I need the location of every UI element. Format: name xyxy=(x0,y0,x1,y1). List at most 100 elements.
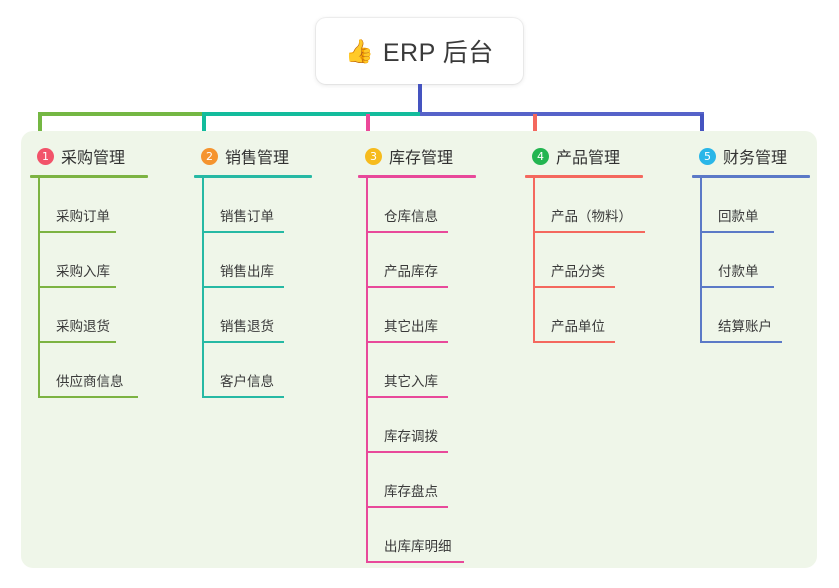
root-stem-connector xyxy=(418,84,422,114)
leaf-item-underline xyxy=(38,231,116,233)
column-badge-5: 5 xyxy=(699,147,716,165)
column-body-3: 仓库信息产品库存其它出库其它入库库存调拨库存盘点出库库明细 xyxy=(358,178,508,563)
leaf-item[interactable]: 库存调拨 xyxy=(358,398,508,453)
leaf-item-label: 采购退货 xyxy=(56,319,110,334)
leaf-item-underline xyxy=(366,286,448,288)
connector-bar-left xyxy=(38,112,202,116)
leaf-item[interactable]: 出库库明细 xyxy=(358,508,508,563)
column-underline-4 xyxy=(525,175,643,178)
leaf-item-underline xyxy=(700,341,782,343)
leaf-item[interactable]: 产品库存 xyxy=(358,233,508,288)
diagram-panel xyxy=(21,131,817,568)
leaf-item-underline xyxy=(366,396,448,398)
column-2: 2 销售管理销售订单销售出库销售退货客户信息 xyxy=(194,143,344,398)
leaf-item-label: 仓库信息 xyxy=(384,209,438,224)
connector-bar-right xyxy=(420,112,704,116)
leaf-item[interactable]: 采购入库 xyxy=(30,233,180,288)
root-title: ERP 后台 xyxy=(382,39,494,67)
leaf-item[interactable]: 结算账户 xyxy=(692,288,839,343)
column-header-5[interactable]: 5 财务管理 xyxy=(692,143,839,169)
column-spine-1 xyxy=(38,178,40,398)
leaf-item-underline xyxy=(202,396,284,398)
root-node[interactable]: 👍 ERP 后台 xyxy=(316,18,523,84)
column-title-1: 采购管理 xyxy=(61,150,126,167)
column-body-1: 采购订单采购入库采购退货供应商信息 xyxy=(30,178,180,398)
leaf-item[interactable]: 仓库信息 xyxy=(358,178,508,233)
leaf-item-underline xyxy=(366,231,448,233)
leaf-item[interactable]: 产品分类 xyxy=(525,233,675,288)
leaf-item-underline xyxy=(38,341,116,343)
column-header-2[interactable]: 2 销售管理 xyxy=(194,143,344,169)
leaf-item-label: 产品分类 xyxy=(551,264,605,279)
leaf-item-label: 销售出库 xyxy=(220,264,274,279)
connector-drop-5 xyxy=(700,114,704,140)
leaf-item-label: 出库库明细 xyxy=(384,539,452,554)
leaf-item-label: 供应商信息 xyxy=(56,374,124,389)
leaf-item-underline xyxy=(366,506,448,508)
column-badge-1: 1 xyxy=(37,147,54,165)
column-title-2: 销售管理 xyxy=(225,150,290,167)
connector-bar-middle xyxy=(202,112,420,116)
leaf-item-label: 其它入库 xyxy=(384,374,438,389)
column-spine-3 xyxy=(366,178,368,563)
column-badge-3: 3 xyxy=(365,147,382,165)
column-title-5: 财务管理 xyxy=(723,150,788,167)
column-3: 3 库存管理仓库信息产品库存其它出库其它入库库存调拨库存盘点出库库明细 xyxy=(358,143,508,563)
leaf-item-label: 其它出库 xyxy=(384,319,438,334)
leaf-item[interactable]: 付款单 xyxy=(692,233,839,288)
column-header-3[interactable]: 3 库存管理 xyxy=(358,143,508,169)
leaf-item-label: 产品（物料） xyxy=(551,209,632,224)
column-underline-2 xyxy=(194,175,312,178)
connector-drop-3 xyxy=(366,114,370,140)
column-4: 4 产品管理产品（物料） 产品分类产品单位 xyxy=(525,143,675,343)
connector-drop-2 xyxy=(202,114,206,140)
leaf-item[interactable]: 回款单 xyxy=(692,178,839,233)
column-spine-4 xyxy=(533,178,535,343)
thumbs-up-icon: 👍 xyxy=(345,37,374,64)
leaf-item[interactable]: 采购退货 xyxy=(30,288,180,343)
leaf-item-underline xyxy=(366,451,448,453)
leaf-item-label: 销售订单 xyxy=(220,209,274,224)
leaf-item-label: 付款单 xyxy=(718,264,759,279)
leaf-item[interactable]: 产品（物料） xyxy=(525,178,675,233)
column-badge-4: 4 xyxy=(532,147,549,165)
column-title-3: 库存管理 xyxy=(389,150,454,167)
leaf-item-underline xyxy=(366,341,448,343)
leaf-item-underline xyxy=(533,231,645,233)
column-body-2: 销售订单销售出库销售退货客户信息 xyxy=(194,178,344,398)
column-underline-1 xyxy=(30,175,148,178)
leaf-item-underline xyxy=(38,396,138,398)
leaf-item[interactable]: 采购订单 xyxy=(30,178,180,233)
leaf-item[interactable]: 销售退货 xyxy=(194,288,344,343)
leaf-item-underline xyxy=(700,231,774,233)
leaf-item-label: 采购入库 xyxy=(56,264,110,279)
leaf-item[interactable]: 供应商信息 xyxy=(30,343,180,398)
column-title-4: 产品管理 xyxy=(556,150,621,167)
column-badge-2: 2 xyxy=(201,147,218,165)
leaf-item-label: 采购订单 xyxy=(56,209,110,224)
leaf-item[interactable]: 销售出库 xyxy=(194,233,344,288)
column-body-5: 回款单付款单结算账户 xyxy=(692,178,839,343)
leaf-item[interactable]: 其它入库 xyxy=(358,343,508,398)
column-1: 1 采购管理采购订单采购入库采购退货供应商信息 xyxy=(30,143,180,398)
leaf-item-label: 产品库存 xyxy=(384,264,438,279)
leaf-item[interactable]: 其它出库 xyxy=(358,288,508,343)
leaf-item[interactable]: 销售订单 xyxy=(194,178,344,233)
leaf-item[interactable]: 库存盘点 xyxy=(358,453,508,508)
leaf-item[interactable]: 客户信息 xyxy=(194,343,344,398)
connector-drop-4 xyxy=(533,114,537,140)
leaf-item-label: 产品单位 xyxy=(551,319,605,334)
leaf-item-underline xyxy=(533,286,615,288)
leaf-item-label: 销售退货 xyxy=(220,319,274,334)
column-underline-5 xyxy=(692,175,810,178)
leaf-item[interactable]: 产品单位 xyxy=(525,288,675,343)
leaf-item-underline xyxy=(202,341,284,343)
column-header-4[interactable]: 4 产品管理 xyxy=(525,143,675,169)
leaf-item-underline xyxy=(202,231,284,233)
leaf-item-underline xyxy=(202,286,284,288)
leaf-item-label: 客户信息 xyxy=(220,374,274,389)
leaf-item-underline xyxy=(366,561,464,563)
leaf-item-underline xyxy=(533,341,615,343)
column-header-1[interactable]: 1 采购管理 xyxy=(30,143,180,169)
column-5: 5 财务管理回款单付款单结算账户 xyxy=(692,143,839,343)
